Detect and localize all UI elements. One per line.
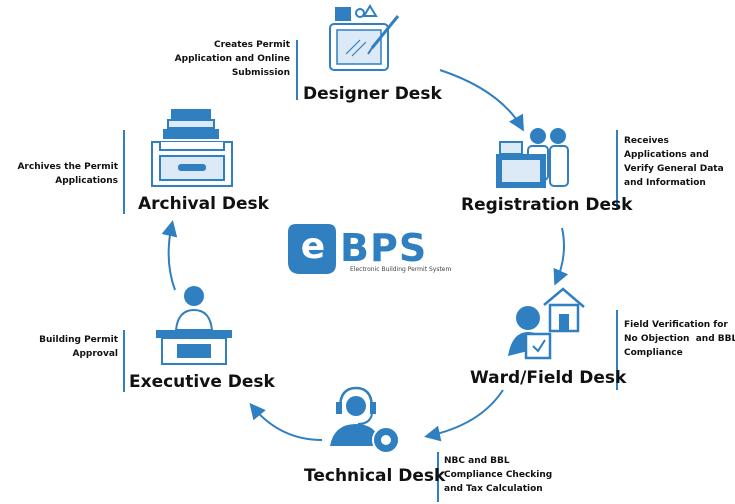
description-line: No Objection and BBL xyxy=(624,334,735,344)
drawing-tablet-icon xyxy=(329,4,400,71)
arrow-executive-to-archival xyxy=(161,220,178,291)
file-drawer-icon xyxy=(151,109,233,187)
description-line: Creates Permit xyxy=(213,40,290,50)
description-line: Application and Online xyxy=(174,54,290,64)
description-line: Building Permit xyxy=(39,335,118,345)
ward-field-desk-title: Ward/Field Desk xyxy=(470,368,627,388)
executive-person-icon xyxy=(156,286,232,365)
description-line: Receives xyxy=(624,136,669,146)
arrow-registration-to-ward xyxy=(553,227,569,286)
field-house-icon xyxy=(508,287,585,360)
designer-description: Creates Permit Application and Online Su… xyxy=(150,38,290,80)
description-line: Applications xyxy=(55,176,118,186)
arrow-designer-to-registration xyxy=(439,69,525,132)
arrow-technical-to-executive xyxy=(249,402,323,441)
technical-description: NBC and BBL Compliance Checking and Tax … xyxy=(444,454,564,496)
description-line: Approval xyxy=(72,349,119,359)
logo-subtitle: Electronic Building Permit System xyxy=(350,266,452,273)
ward-description: Field Verification for No Objection and … xyxy=(624,318,735,360)
description-line: Compliance xyxy=(624,348,683,358)
ward-divider xyxy=(616,310,618,390)
designer-divider xyxy=(296,40,298,100)
registration-description: Receives Applications and Verify General… xyxy=(624,134,734,190)
logo-name: BPS xyxy=(340,226,428,270)
executive-divider xyxy=(123,330,125,392)
description-line: Archives the Permit xyxy=(17,162,118,172)
registration-desk-title: Registration Desk xyxy=(461,195,633,215)
description-line: Submission xyxy=(231,68,290,78)
executive-description: Building Permit Approval xyxy=(10,333,118,361)
description-line: and Information xyxy=(624,178,706,188)
executive-desk-title: Executive Desk xyxy=(129,372,275,392)
designer-desk-title: Designer Desk xyxy=(303,84,442,104)
technical-divider xyxy=(437,452,439,502)
description-line: Compliance Checking xyxy=(444,470,553,480)
archival-description: Archives the Permit Applications xyxy=(8,160,118,188)
registration-divider xyxy=(616,130,618,210)
ebps-logo-mark xyxy=(288,224,336,274)
technical-desk-title: Technical Desk xyxy=(304,466,446,486)
reception-desk-icon xyxy=(496,128,569,188)
headset-gear-icon xyxy=(330,386,400,454)
description-line: Verify General Data xyxy=(624,164,724,174)
logo-letter: e xyxy=(300,226,326,267)
description-line: Applications and xyxy=(624,150,709,160)
archival-desk-title: Archival Desk xyxy=(138,194,269,214)
archival-divider xyxy=(123,130,125,214)
arrow-ward-to-technical xyxy=(424,389,504,442)
description-line: and Tax Calculation xyxy=(444,484,543,494)
description-line: NBC and BBL xyxy=(444,456,510,466)
description-line: Field Verification for xyxy=(624,320,728,330)
